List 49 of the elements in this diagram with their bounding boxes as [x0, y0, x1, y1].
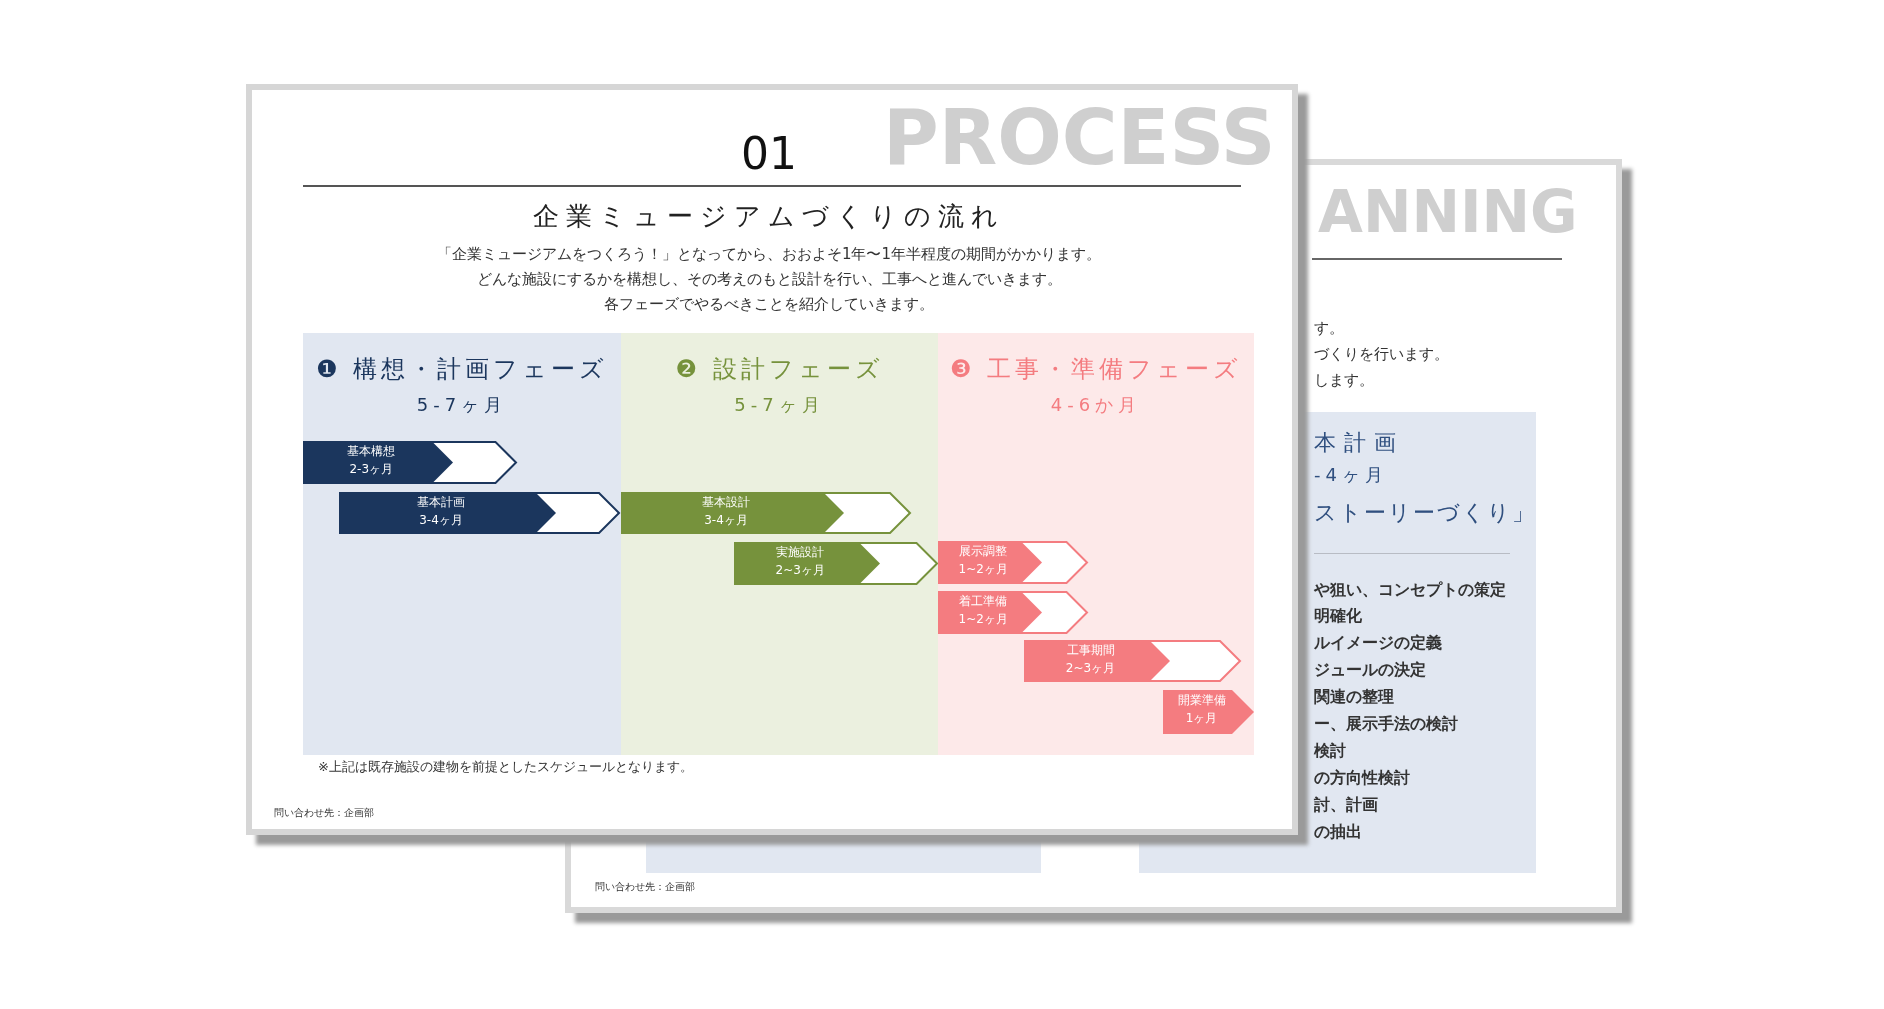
heading: 企業ミュージアムづくりの流れ	[533, 201, 1005, 233]
phase-duration: 4-6か月	[1050, 394, 1142, 416]
phase-band	[938, 333, 1254, 755]
list-item: の抽出	[1314, 822, 1362, 842]
task-duration: 1~2ヶ月	[958, 562, 1008, 578]
section-duration: -4ヶ月	[1314, 464, 1388, 486]
task-duration: 1ヶ月	[1185, 711, 1218, 727]
phase-band	[621, 333, 938, 755]
task-duration: 3-4ヶ月	[704, 513, 748, 529]
list-item: 討、計画	[1314, 795, 1378, 815]
task-duration: 2~3ヶ月	[775, 563, 825, 579]
section-subtitle: ストーリーづくり」	[1314, 499, 1536, 527]
phase-title: ❷ 設計フェーズ	[675, 354, 884, 384]
task-duration: 2~3ヶ月	[1065, 661, 1116, 677]
page-number: 01	[741, 127, 797, 181]
list-item: 明確化	[1314, 606, 1362, 626]
task-duration: 1~2ヶ月	[958, 612, 1008, 628]
task-name: 着工準備	[959, 594, 1008, 610]
list-item: ルイメージの定義	[1314, 633, 1442, 653]
list-item: や狙い、コンセプトの策定	[1314, 580, 1506, 600]
list-item: ジュールの決定	[1314, 660, 1426, 680]
section-title: 本計画	[1314, 429, 1404, 457]
task-duration: 3-4ヶ月	[419, 513, 463, 529]
task-duration: 2-3ヶ月	[349, 462, 394, 478]
footnote-text: ※上記は既存施設の建物を前提としたスケジュールとなります。	[318, 759, 693, 775]
contact-text: 問い合わせ先：企画部	[274, 807, 374, 819]
intro-text: す。	[1314, 319, 1344, 337]
task-name: 工事期間	[1066, 643, 1115, 659]
phase-duration: 5-7ヶ月	[416, 394, 508, 416]
description-text: 各フェーズでやるべきことを紹介していきます。	[604, 295, 934, 313]
task-name: 基本設計	[702, 495, 750, 511]
intro-text: します。	[1314, 371, 1374, 389]
task-name: 基本計画	[417, 495, 465, 511]
phase-title: ❸ 工事・準備フェーズ	[949, 354, 1243, 384]
task-name: 基本構想	[347, 444, 396, 460]
phase-title: ❶ 構想・計画フェーズ	[315, 354, 609, 384]
task-name: 展示調整	[959, 544, 1008, 560]
description-text: どんな施設にするかを構想し、その考えのもと設計を行い、工事へと進んでいきます。	[476, 270, 1062, 288]
list-item: の方向性検討	[1314, 768, 1410, 788]
task-name: 実施設計	[776, 545, 825, 561]
list-item: 関連の整理	[1314, 687, 1394, 707]
task-name: 開業準備	[1177, 693, 1226, 709]
intro-text: づくりを行います。	[1314, 345, 1449, 363]
list-item: ー、展示手法の検討	[1314, 714, 1458, 734]
phase-band	[303, 333, 621, 755]
contact-text: 問い合わせ先：企画部	[595, 881, 695, 893]
phase-duration: 5-7ヶ月	[734, 394, 825, 416]
description-text: 「企業ミュージアムをつくろう！」となってから、おおよそ1年〜1年半程度の期間がかかります。	[436, 245, 1102, 263]
list-item: 検討	[1314, 741, 1346, 761]
